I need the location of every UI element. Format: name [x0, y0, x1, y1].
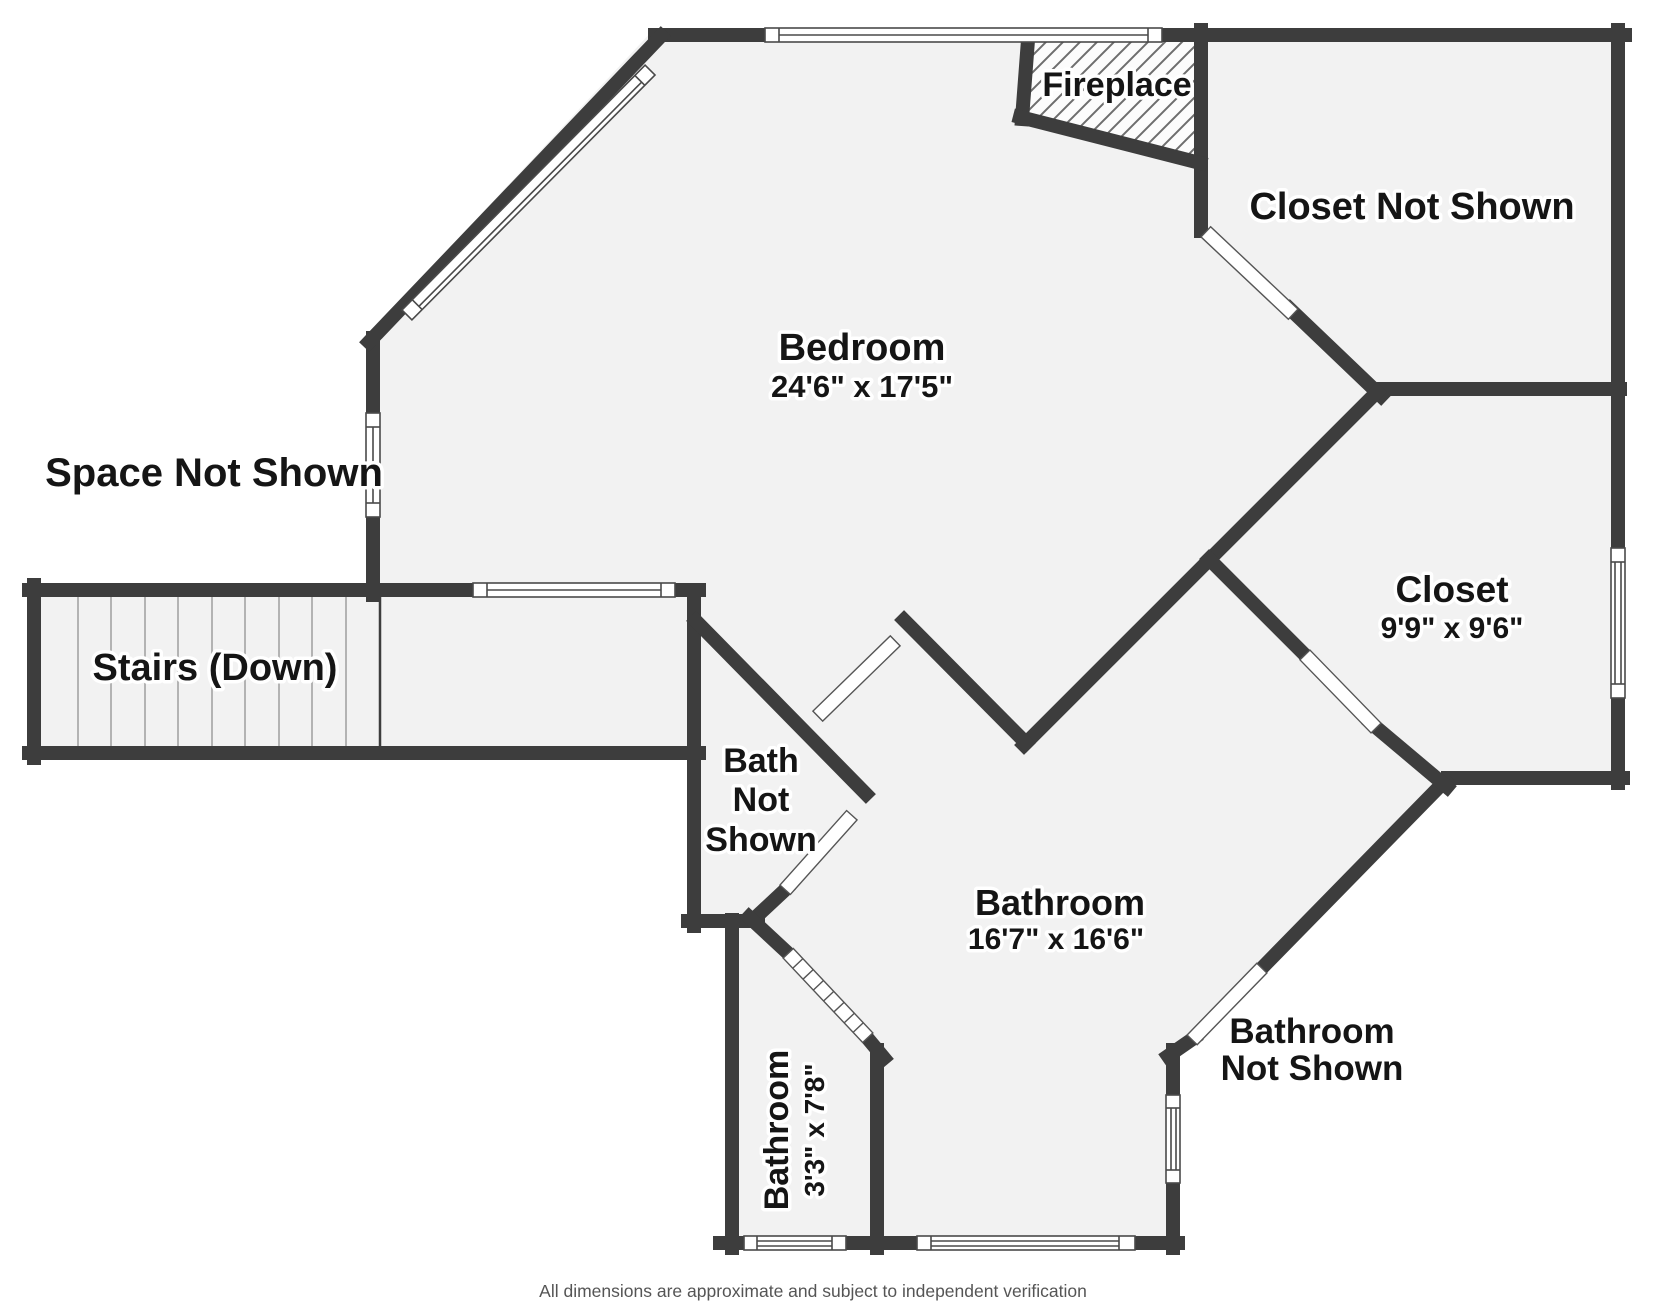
- footer-disclaimer: All dimensions are approximate and subje…: [539, 1281, 1087, 1301]
- door-closet: [1298, 649, 1383, 734]
- stairs-treads: [77, 597, 382, 753]
- window-bathroom-right: [1165, 1094, 1181, 1184]
- closet-label: Closet: [1395, 569, 1508, 610]
- door-bedroom-bathroom: [811, 634, 902, 723]
- space-not-shown-label: Space Not Shown: [45, 451, 383, 495]
- windows: [365, 27, 1626, 1251]
- bathroom-not-shown-line2: Not Shown: [1221, 1049, 1404, 1088]
- door-bathroomns: [1186, 962, 1268, 1046]
- bathroom-dimensions: 16'7" x 16'6": [968, 923, 1144, 956]
- bathroom-label: Bathroom: [975, 882, 1145, 923]
- door-small-bathroom: [782, 947, 874, 1044]
- window-bedroom-left: [365, 412, 381, 518]
- floor-area: [27, 28, 1625, 1250]
- window-small-bathroom-bottom: [743, 1235, 847, 1251]
- door-bathns: [778, 809, 859, 896]
- bathroom-not-shown-line1: Bathroom: [1229, 1012, 1394, 1051]
- fireplace-label: Fireplace: [1042, 66, 1191, 104]
- fireplace-hatch: [1021, 35, 1201, 162]
- door-bedroom-closetns: [1200, 225, 1299, 321]
- closet-dimensions: 9'9" x 9'6": [1381, 612, 1524, 645]
- small-bathroom-label: Bathroom: [758, 1050, 796, 1211]
- stairs-label: Stairs (Down): [93, 647, 338, 689]
- window-top: [764, 27, 1163, 43]
- bath-not-shown-line2: Not: [733, 781, 790, 819]
- window-diagonal-upper-left: [400, 64, 657, 321]
- bedroom-dimensions: 24'6" x 17'5": [771, 369, 953, 404]
- closet-not-shown-label: Closet Not Shown: [1249, 186, 1574, 228]
- window-closet-right: [1610, 547, 1626, 699]
- small-bathroom-dimensions: 3'3" x 7'8": [799, 1063, 830, 1196]
- doors: [778, 225, 1383, 1046]
- window-bathroom-bottom: [916, 1235, 1136, 1251]
- window-stairs-top: [472, 582, 676, 598]
- bedroom-label: Bedroom: [779, 327, 946, 369]
- bath-not-shown-line1: Bath: [723, 742, 799, 780]
- bath-not-shown-line3: Shown: [705, 821, 816, 859]
- labels: Fireplace Closet Not Shown Bedroom 24'6"…: [42, 63, 1578, 1214]
